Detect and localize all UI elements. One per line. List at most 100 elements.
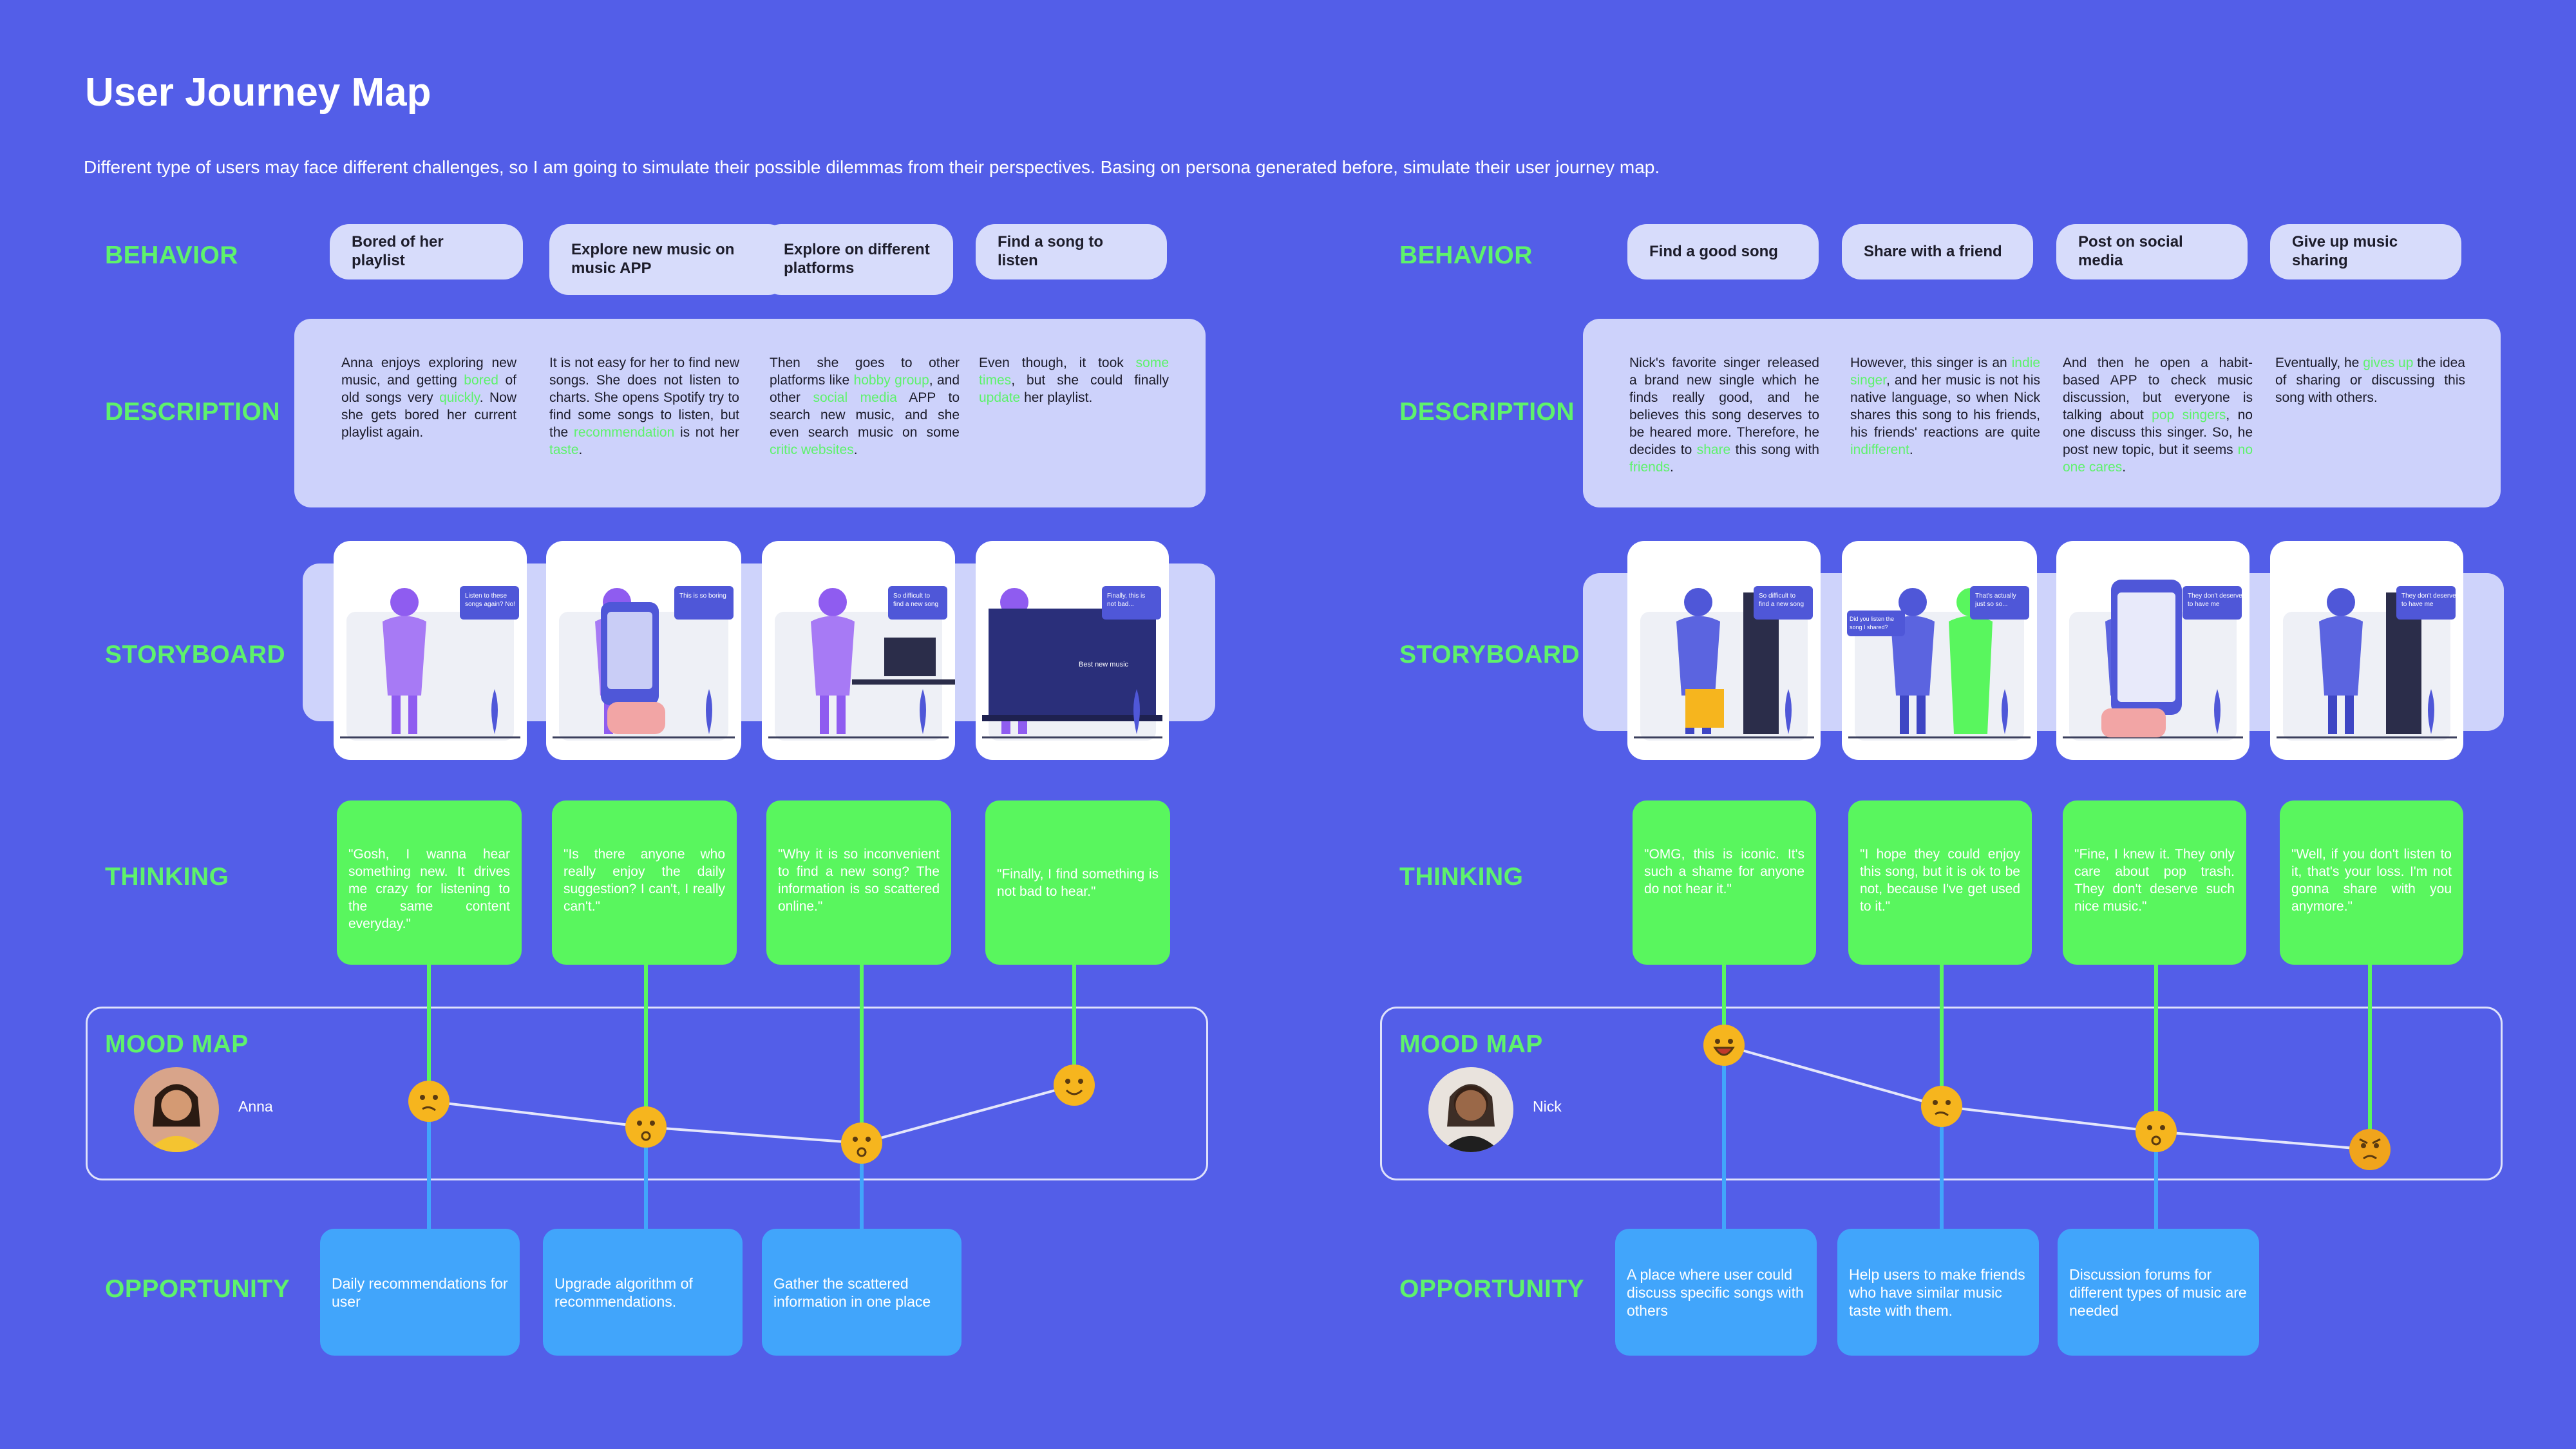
thinking-connector	[1940, 960, 1944, 1106]
description-text: Even though, it took some times, but she…	[979, 354, 1169, 406]
person-head	[1899, 588, 1927, 616]
row-label-opportunity: OPPORTUNITY	[105, 1275, 290, 1303]
description-text: However, this singer is an indie singer,…	[1850, 354, 2040, 459]
description-segment: . Now she gets bored her current playlis…	[341, 390, 516, 440]
behavior-step: Give up music sharing	[2270, 224, 2461, 279]
plant-icon	[2002, 689, 2008, 734]
description-panel	[1583, 319, 2501, 507]
thinking-bubble: "Is there anyone who really enjoy the da…	[552, 800, 737, 965]
description-text: Nick's favorite singer released a brand …	[1629, 354, 1819, 476]
row-label-opportunity: OPPORTUNITY	[1399, 1275, 1585, 1303]
hand-icon	[2101, 708, 2166, 737]
description-text: Anna enjoys exploring new music, and get…	[341, 354, 516, 441]
description-segment: Then she goes to other platforms like	[770, 355, 960, 388]
plant-icon	[1785, 689, 1792, 734]
opportunity-connector	[1722, 1045, 1726, 1230]
highlight-keyword: taste	[549, 442, 579, 457]
highlight-keyword: bored	[464, 373, 498, 388]
opportunity-card: Upgrade algorithm of recommendations.	[543, 1229, 743, 1356]
description-segment: is not her	[674, 425, 739, 440]
speech-bubble	[888, 586, 947, 620]
box-icon	[1685, 689, 1724, 728]
thinking-bubble: "I hope they could enjoy this song, but …	[1848, 800, 2032, 965]
plant-icon	[2428, 689, 2434, 734]
thinking-connector	[644, 960, 648, 1127]
behavior-step: Explore new music on music APP	[549, 224, 788, 295]
speech-bubble	[1970, 586, 2029, 620]
description-segment: It is not easy for her to find new songs…	[549, 355, 739, 440]
speech-bubble	[460, 586, 519, 620]
thinking-bubble: "Well, if you don't listen to it, that's…	[2280, 800, 2463, 965]
behavior-step: Bored of her playlist	[330, 224, 523, 279]
description-text: And then he open a habit-based APP to ch…	[2063, 354, 2253, 476]
speech-bubble	[2396, 586, 2456, 620]
description-segment: , but she could finally	[1011, 373, 1169, 388]
highlight-keyword: update	[979, 390, 1021, 405]
speech-bubble	[1102, 586, 1161, 620]
description-panel	[294, 319, 1206, 507]
thinking-connector	[860, 960, 864, 1143]
best-new-music-label: Best new music	[1079, 661, 1129, 668]
row-label-mood-map: MOOD MAP	[1399, 1030, 1543, 1058]
page-subtitle: Different type of users may face differe…	[84, 157, 1660, 177]
description-segment: However, this singer is an	[1850, 355, 2012, 370]
row-label-thinking: THINKING	[1399, 863, 1524, 891]
highlight-keyword: friends	[1629, 460, 1671, 475]
behavior-step: Find a good song	[1627, 224, 1819, 279]
highlight-keyword: quickly	[439, 390, 480, 405]
speech-bubble	[1754, 586, 1813, 620]
person-head	[2327, 588, 2355, 616]
opportunity-connector	[2154, 1132, 2158, 1230]
storyboard-card: This is so boring	[546, 541, 741, 760]
person-head	[1684, 588, 1712, 616]
opportunity-card: Daily recommendations for user	[320, 1229, 520, 1356]
page-title: User Journey Map	[85, 70, 431, 115]
plant-icon	[706, 689, 712, 734]
description-segment: .	[1909, 442, 1913, 457]
thinking-bubble: "Finally, I find something is not bad to…	[985, 800, 1170, 965]
description-segment: Anna enjoys exploring new music, and get…	[341, 355, 516, 388]
opportunity-connector	[427, 1101, 431, 1230]
description-segment: , and her music is not his native langua…	[1850, 373, 2040, 440]
person-body	[383, 616, 426, 696]
plant-icon	[1133, 689, 1140, 734]
speech-bubble-text: This is so boring	[679, 592, 726, 600]
highlight-keyword: critic websites	[770, 442, 854, 457]
description-segment: .	[2122, 460, 2126, 475]
highlight-keyword: hobby group	[853, 373, 929, 388]
description-text: Then she goes to other platforms like ho…	[770, 354, 960, 459]
persona-avatar	[134, 1067, 219, 1152]
row-label-description: DESCRIPTION	[1399, 398, 1575, 426]
row-label-thinking: THINKING	[105, 863, 229, 891]
thinking-connector	[2154, 960, 2158, 1132]
row-label-storyboard: STORYBOARD	[105, 641, 286, 668]
thinking-bubble: "Gosh, I wanna hear something new. It dr…	[337, 800, 522, 965]
laptop-screen-icon	[989, 609, 1156, 715]
opportunity-connector	[860, 1143, 864, 1230]
opportunity-card: Help users to make friends who have simi…	[1837, 1229, 2039, 1356]
behavior-step: Explore on different platforms	[762, 224, 953, 295]
storyboard-illustration: This is so boring	[553, 586, 735, 741]
highlight-keyword: no one cares	[2063, 442, 2253, 475]
behavior-step: Share with a friend	[1842, 224, 2033, 279]
description-text: It is not easy for her to find new songs…	[549, 354, 739, 459]
friend-body	[1949, 616, 1993, 734]
row-label-description: DESCRIPTION	[105, 398, 281, 426]
